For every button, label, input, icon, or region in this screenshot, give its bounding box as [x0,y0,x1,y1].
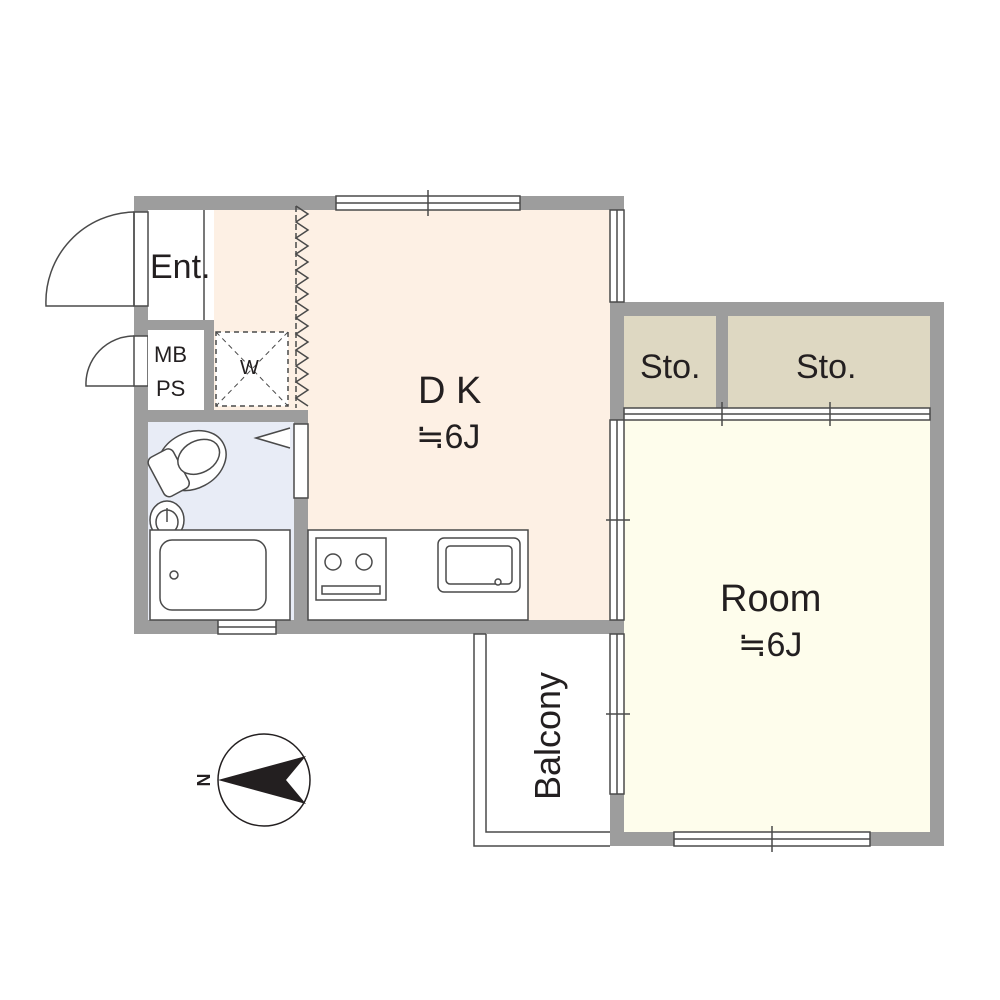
compass-arrow-icon [218,756,306,804]
room-area: ≒6J [738,626,803,664]
folding-door [294,205,310,408]
mb-ps-box [148,330,204,410]
storage-left-floor [624,316,718,408]
room-window [673,826,871,852]
storage-right-label: Sto. [796,348,857,386]
washer-space [215,331,289,407]
entrance-floor [148,210,214,320]
room-floor [624,418,930,832]
mb-ps-door [85,335,149,387]
toilet-door [253,423,309,499]
room-label: Room [720,578,822,620]
storage-left-label: Sto. [640,348,701,386]
balcony-floor [486,634,612,832]
kitchen-counter [307,529,529,621]
storage-right-floor [728,316,930,408]
dk-side-window [609,209,625,303]
entrance-label: Ent. [150,248,211,286]
balcony-label: Balcony [527,671,568,801]
ps-label: PS [156,376,186,401]
compass-north-label: N [194,773,214,787]
dk-area: ≒6J [416,418,481,456]
bath-window [217,619,277,635]
washer-label: W [240,357,259,379]
bathtub [149,529,291,621]
entrance-door [45,211,149,307]
dk-window [335,190,521,216]
storage-doors [623,402,931,426]
balcony-sliding-door [606,633,630,795]
balcony-outline [473,633,610,847]
mb-label: MB [154,342,187,367]
compass [217,733,311,827]
dk-room-sliding-door [606,419,630,621]
toilet [147,429,227,498]
dk-label: D K [418,370,482,412]
